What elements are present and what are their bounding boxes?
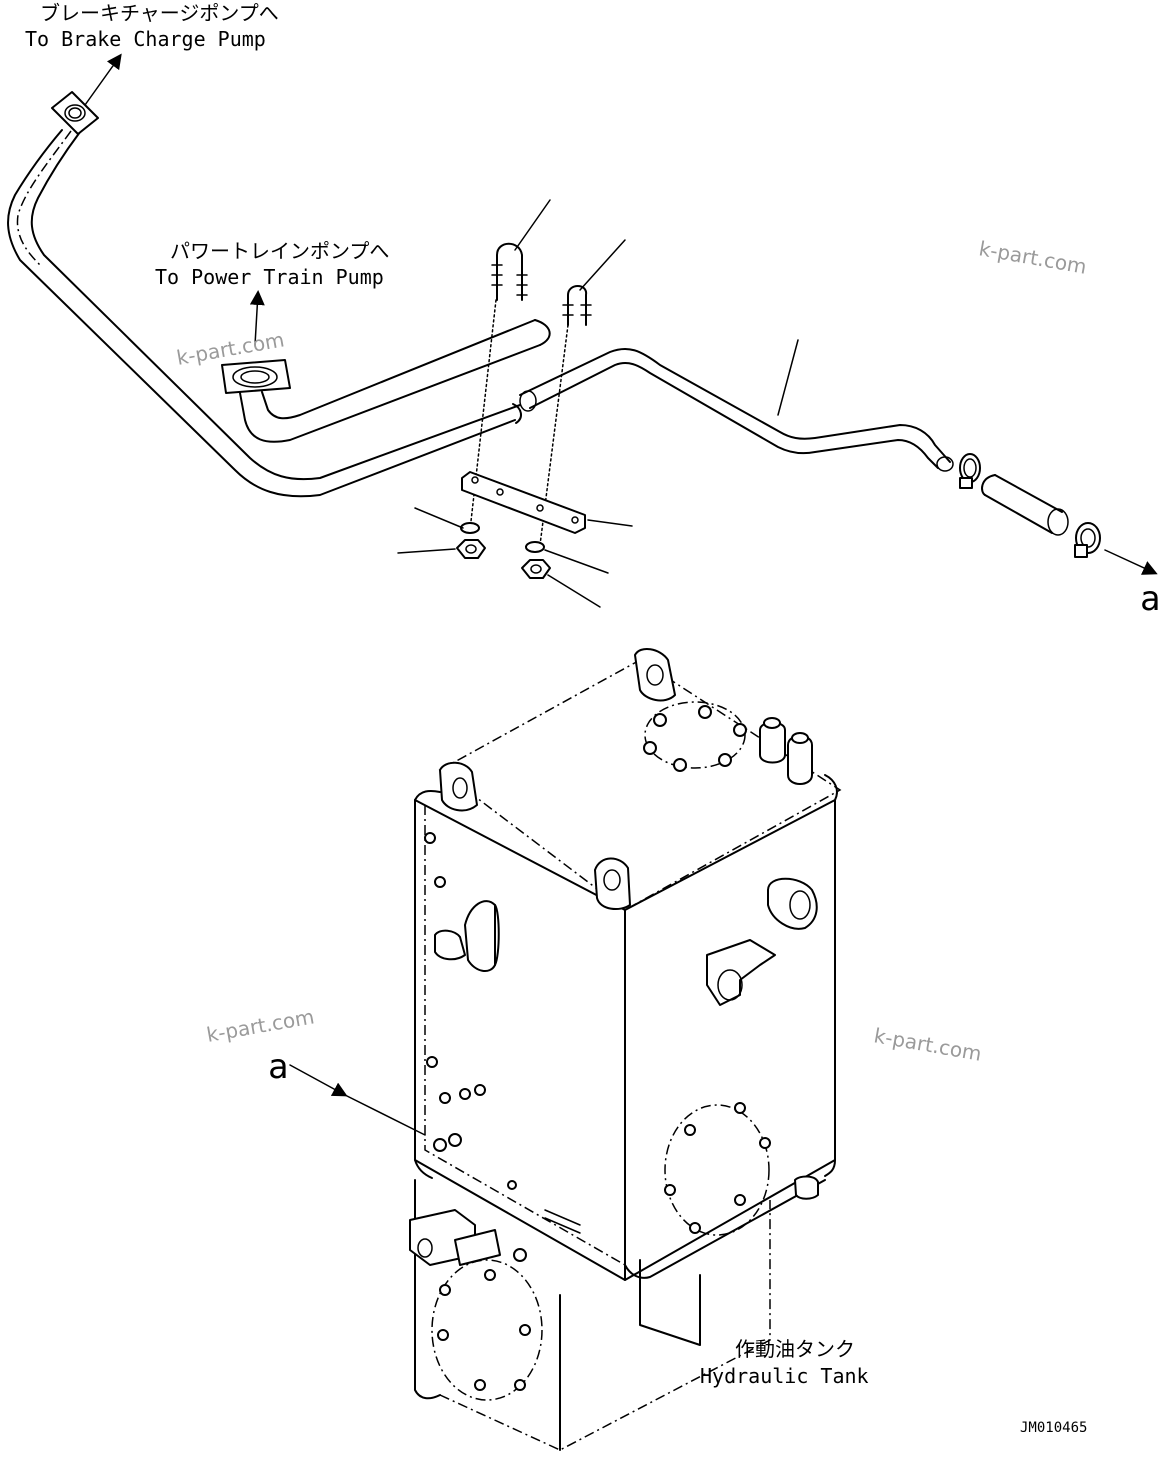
brake-charge-pipe (7, 129, 522, 498)
brake-flange (51, 91, 99, 135)
washer-2-leader (544, 549, 609, 574)
nut-1-leader (397, 548, 456, 554)
mounting-plate (461, 471, 586, 534)
hydraulic-tank (409, 648, 842, 1451)
ref-a-leader (344, 1094, 426, 1136)
plate-leader (587, 519, 633, 527)
brake-pump-arrow (84, 53, 122, 106)
watermark: k-part.com (977, 236, 1088, 279)
ref-a-arrow-right (1104, 549, 1158, 575)
watermark: k-part.com (205, 1004, 316, 1047)
power-train-pipe (239, 319, 551, 443)
tank-label-jp: 作動油タンク (735, 1337, 855, 1361)
washer-2 (525, 541, 545, 553)
nut-2-leader (547, 574, 601, 608)
power-train-label-jp: パワートレインポンプへ (170, 239, 389, 263)
washer-1-leader (414, 507, 464, 529)
drawing-number: JM010465 (1020, 1420, 1087, 1436)
nut-2 (521, 559, 551, 579)
u-bolt-2-leader (579, 239, 626, 291)
hose-clamp-1 (959, 453, 981, 489)
nut-1 (456, 539, 486, 559)
power-train-arrow (249, 290, 265, 346)
power-train-flange (221, 359, 291, 394)
main-tube (519, 347, 954, 472)
u-bolt-1 (469, 242, 528, 531)
brake-pump-label-en: To Brake Charge Pump (25, 27, 266, 51)
brake-pump-label-jp: ブレーキチャージポンプへ (40, 1, 279, 25)
ref-a-right: a (1140, 579, 1160, 619)
washer-1 (460, 522, 480, 534)
hose-clamp-2 (1074, 522, 1101, 558)
u-bolt-1-leader (514, 199, 551, 251)
watermark: k-part.com (872, 1023, 983, 1066)
hose (981, 474, 1069, 536)
power-train-label-en: To Power Train Pump (155, 265, 384, 289)
ref-a-arrow-left (289, 1064, 348, 1097)
tube-leader (777, 339, 799, 416)
ref-a-left: a (268, 1047, 288, 1087)
tank-label-en: Hydraulic Tank (700, 1364, 869, 1388)
